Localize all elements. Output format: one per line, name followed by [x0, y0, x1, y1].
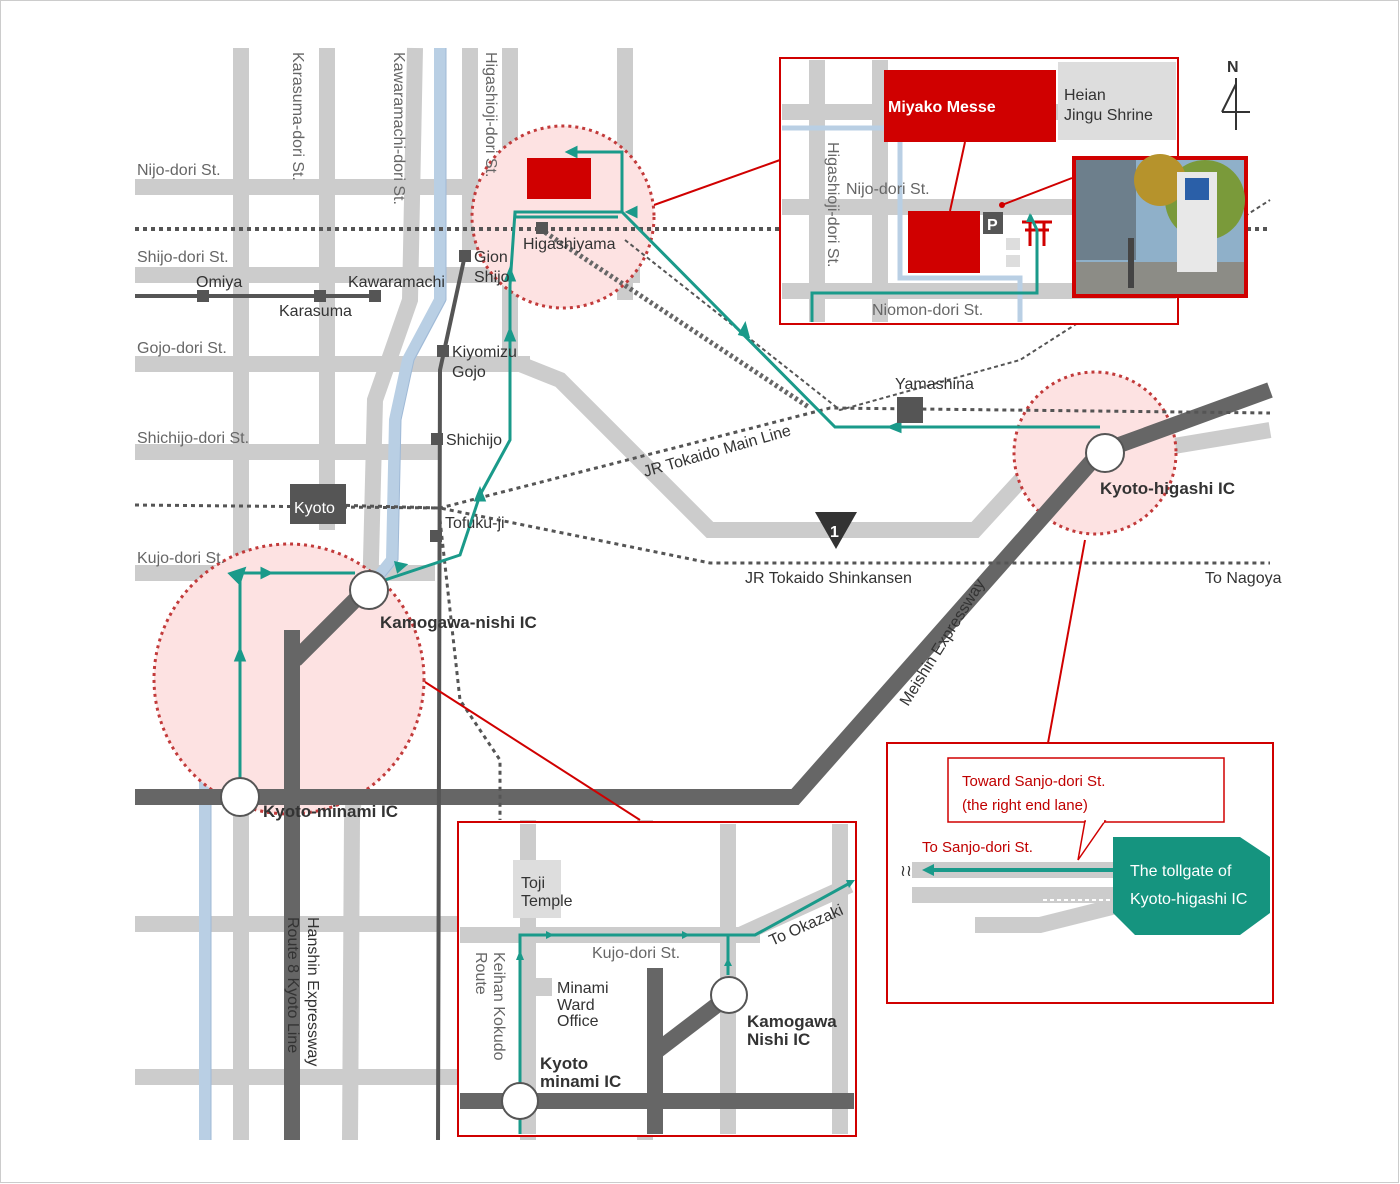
kyoto-minami-inset-label-2: minami IC	[540, 1072, 621, 1091]
heian-label-1: Heian	[1064, 87, 1106, 104]
parking-photo	[1072, 154, 1248, 298]
shijo-station-label: Shijo	[474, 269, 510, 286]
kawaramachi-label: Kawaramachi-dori St.	[390, 52, 407, 205]
tofukuji-label: Tofuku-ji	[445, 515, 505, 532]
kamogawa-nishi-label: Kamogawa-nishi IC	[380, 613, 537, 632]
gion-label: Gion	[474, 249, 508, 266]
minami-label-1: Minami	[557, 980, 609, 997]
tollgate-label-1: The tollgate of	[1130, 863, 1232, 880]
route-1-number: 1	[830, 524, 839, 541]
toji-label-1: Toji	[521, 875, 545, 892]
shinkansen-label: JR Tokaido Shinkansen	[745, 570, 912, 587]
kyoto-minami-ic-marker	[220, 777, 260, 817]
shichijo-station-label: Shichijo	[446, 432, 502, 449]
north-label: N	[1227, 59, 1239, 76]
omiya-label: Omiya	[196, 274, 242, 291]
tollgate-label-2: Kyoto-higashi IC	[1130, 891, 1247, 908]
gojo-station-label: Gojo	[452, 364, 486, 381]
minami-label-3: Office	[557, 1013, 599, 1030]
north-compass: N	[1221, 59, 1250, 130]
svg-text:P: P	[987, 217, 998, 234]
inset-connectors	[424, 159, 1086, 821]
kawaramachi-station-label: Kawaramachi	[348, 274, 445, 291]
kamogawa-label-2: Nishi IC	[747, 1030, 810, 1049]
higashioji-label: Higashioji-dori St.	[482, 52, 499, 177]
messe-nijo-label: Nijo-dori St.	[846, 181, 930, 198]
hanshin-label-2: Route 8 Kyoto Line	[284, 917, 301, 1053]
messe-title: Miyako Messe	[888, 99, 996, 116]
kamogawa-nishi-ic-marker	[349, 570, 389, 610]
kyoto-minami-inset-label-1: Kyoto	[540, 1054, 588, 1073]
kyoto-higashi-ic-marker	[1085, 433, 1125, 473]
hanshin-label-1: Hanshin Expressway	[304, 917, 321, 1066]
toji-label-2: Temple	[521, 893, 573, 910]
minami-label-2: Ward	[557, 997, 595, 1014]
route-1-sign	[815, 512, 857, 549]
kujo-label: Kujo-dori St.	[137, 550, 225, 567]
messe-niomon-label: Niomon-dori St.	[872, 302, 983, 319]
karasuma-station-label: Karasuma	[279, 303, 352, 320]
gojo-label: Gojo-dori St.	[137, 340, 227, 357]
to-nagoya-label: To Nagoya	[1205, 570, 1282, 587]
kiyomizu-label: Kiyomizu	[452, 344, 517, 361]
station-markers	[197, 222, 923, 542]
shijo-label: Shijo-dori St.	[137, 249, 229, 266]
inset-south: Toji Temple Kujo-dori St. To Okazaki Kei…	[457, 821, 857, 1137]
svg-text:≀≀: ≀≀	[900, 863, 912, 880]
yamashina-label: Yamashina	[895, 376, 974, 393]
messe-higashioji-label: Higashioji-dori St.	[824, 142, 841, 267]
keihan-label-1: Keihan Kokudo	[490, 952, 507, 1061]
south-kujo-label: Kujo-dori St.	[592, 945, 680, 962]
route-path	[227, 145, 1100, 780]
ic-markers	[220, 433, 1125, 817]
kyoto-station-label: Kyoto	[294, 500, 335, 517]
tollgate-shape	[1113, 837, 1270, 935]
heian-label-2: Jingu Shrine	[1064, 107, 1153, 124]
callout-label-2: (the right end lane)	[962, 797, 1088, 814]
messe-marker	[527, 158, 591, 199]
karasuma-label: Karasuma-dori St.	[289, 52, 306, 181]
callout-label-1: Toward Sanjo-dori St.	[962, 773, 1105, 790]
to-sanjo-label: To Sanjo-dori St.	[922, 839, 1033, 856]
kyoto-minami-label: Kyoto-minami IC	[263, 802, 398, 821]
inset-tollgate: The tollgate of Kyoto-higashi IC Toward …	[886, 742, 1274, 1004]
kyoto-higashi-label: Kyoto-higashi IC	[1100, 479, 1235, 498]
nijo-label: Nijo-dori St.	[137, 162, 221, 179]
shichijo-label: Shichijo-dori St.	[137, 430, 249, 447]
parking-icon	[983, 212, 1003, 234]
keihan-label-2: Route	[472, 952, 489, 995]
higashiyama-label: Higashiyama	[523, 236, 616, 253]
kamogawa-label-1: Kamogawa	[747, 1012, 837, 1031]
